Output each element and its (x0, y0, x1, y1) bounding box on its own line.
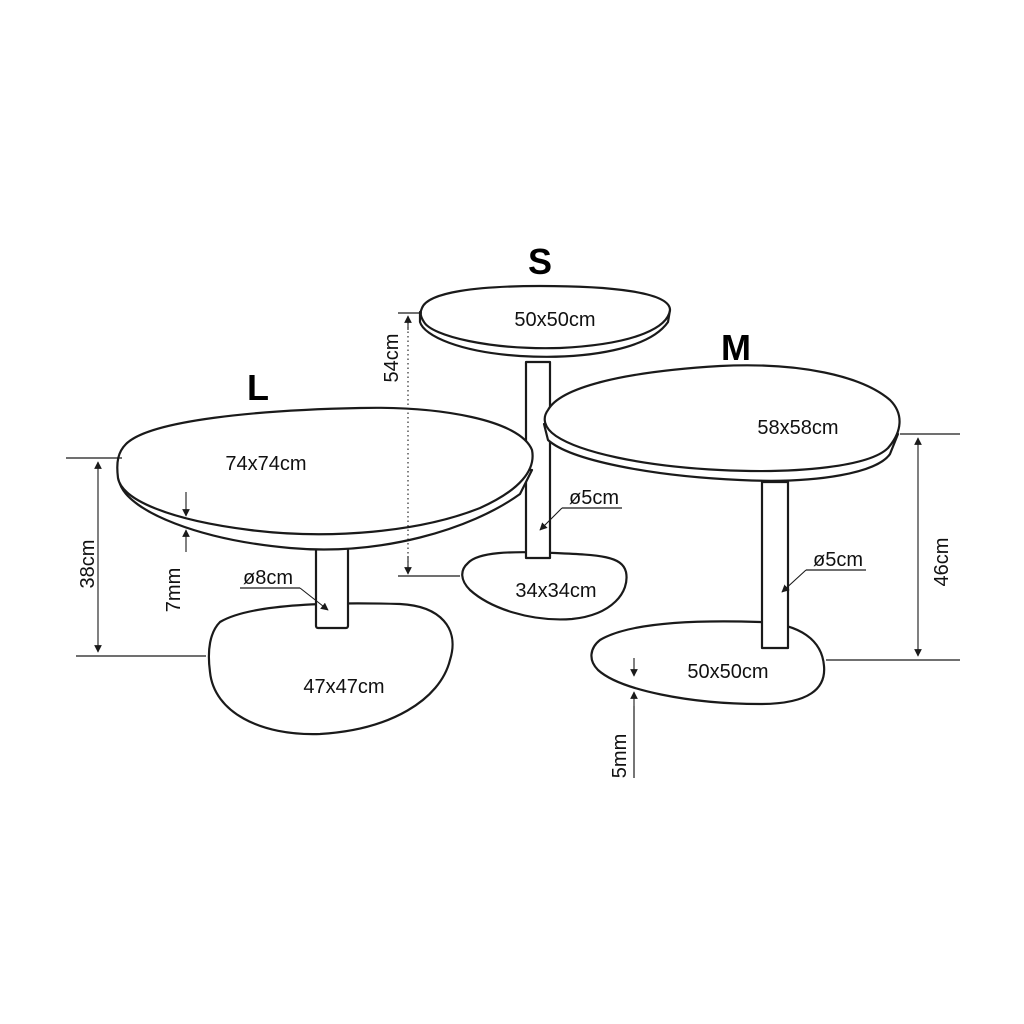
large-table-top (116, 406, 534, 536)
small-height-label: 54cm (381, 334, 403, 383)
large-table (116, 406, 534, 736)
large-pole-size: ø8cm (243, 567, 293, 589)
medium-size-label: M (721, 327, 751, 368)
medium-pole-pointer (781, 569, 866, 593)
large-pole-pointer (240, 587, 329, 611)
medium-table-top (543, 364, 901, 473)
large-base-size: 47x47cm (303, 676, 384, 698)
large-height-label: 38cm (77, 540, 99, 589)
large-height-dimension (66, 457, 206, 657)
medium-height-label: 46cm (931, 538, 953, 587)
large-top-size: 74x74cm (225, 453, 306, 475)
small-base-size: 34x34cm (515, 580, 596, 602)
medium-table-pole (760, 480, 790, 650)
small-table-top (419, 284, 672, 350)
medium-pole-size: ø5cm (813, 549, 863, 571)
large-table-pole (314, 546, 350, 630)
small-pole-size: ø5cm (569, 487, 619, 509)
medium-base-size: 50x50cm (687, 661, 768, 683)
large-size-label: L (247, 367, 269, 408)
large-table-base (207, 602, 454, 736)
medium-table (542, 364, 901, 706)
medium-top-size: 58x58cm (757, 417, 838, 439)
small-height-dimension (398, 312, 460, 577)
small-top-size: 50x50cm (514, 309, 595, 331)
medium-base-thickness-label: 5mm (609, 734, 631, 778)
medium-height-dimension (826, 433, 960, 661)
small-pole-pointer (539, 507, 622, 531)
large-top-thickness-label: 7mm (163, 568, 185, 612)
small-size-label: S (528, 241, 552, 282)
